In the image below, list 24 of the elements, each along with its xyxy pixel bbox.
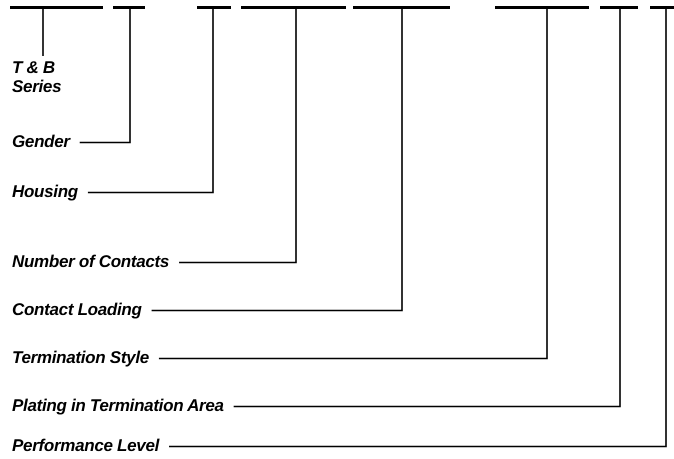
part-field-label: Contact Loading (12, 300, 142, 319)
part-field-label: Number of Contacts (12, 252, 170, 271)
part-number-blank (650, 6, 674, 9)
part-field-label: Plating in Termination Area (12, 396, 224, 415)
part-field-label: Performance Level (12, 436, 160, 455)
leader-line (88, 9, 214, 194)
part-field-label: Gender (12, 132, 70, 151)
leader-line (179, 9, 297, 264)
part-field-label: Housing (12, 182, 78, 201)
leader-line (169, 9, 667, 448)
part-number-blank (113, 6, 145, 9)
part-number-blank (353, 6, 450, 9)
leader-line (80, 9, 131, 144)
part-field-label: Termination Style (12, 348, 149, 367)
part-field-label: T & B Series (12, 58, 72, 96)
leader-line (158, 9, 548, 360)
leader-line (234, 9, 621, 408)
part-number-blank (241, 6, 346, 9)
part-number-blank (600, 6, 638, 9)
part-number-blank (197, 6, 231, 9)
leader-line (152, 9, 403, 312)
part-number-blank (495, 6, 589, 9)
part-number-blank (10, 6, 103, 9)
leader-line (42, 9, 44, 56)
